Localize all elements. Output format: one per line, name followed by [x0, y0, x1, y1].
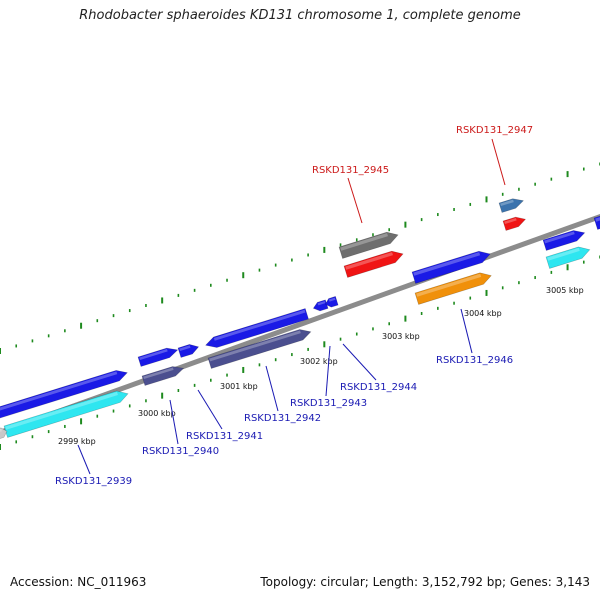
gene-arrow[interactable] [502, 216, 527, 231]
kbp-label: 3003 kbp [382, 332, 420, 341]
gene-arrow[interactable] [343, 250, 404, 278]
leader-line [197, 389, 223, 430]
gene-arrow-shine [209, 330, 301, 362]
gene-arrow-shine [345, 252, 393, 270]
kbp-label: 3001 kbp [220, 382, 258, 391]
gene-arrow-shine [317, 301, 326, 306]
locus-label[interactable]: RSKD131_2945 [312, 165, 389, 176]
gene-arrow-shine [416, 273, 482, 297]
locus-label[interactable]: RSKD131_2939 [55, 476, 132, 487]
gene-arrow[interactable] [542, 230, 586, 251]
gene-arrow[interactable] [498, 198, 525, 213]
kbp-label: 2999 kbp [58, 437, 96, 446]
gene-arrow-shine [328, 297, 336, 302]
leader-line [491, 138, 506, 186]
gene-arrow-shine [139, 349, 168, 361]
gene-arrow[interactable] [324, 296, 339, 308]
gene-arrow-shine [213, 309, 306, 341]
gene-arrow[interactable] [414, 272, 492, 305]
gene-arrow[interactable] [3, 390, 129, 438]
gene-arrow[interactable] [141, 366, 185, 386]
locus-label[interactable]: RSKD131_2947 [456, 125, 533, 136]
gene-arrow[interactable] [338, 231, 399, 259]
kbp-label: 3005 kbp [546, 286, 584, 295]
leader-line [342, 343, 377, 381]
gene-arrow-shine [500, 199, 514, 207]
kbp-label: 3002 kbp [300, 357, 338, 366]
kbp-label: 3000 kbp [138, 409, 176, 418]
gene-arrow[interactable] [545, 246, 591, 269]
locus-label[interactable]: RSKD131_2943 [290, 398, 367, 409]
gene-arrow-shine [179, 345, 191, 352]
leader-line [347, 177, 363, 224]
gene-arrow[interactable] [207, 329, 312, 369]
locus-label[interactable]: RSKD131_2946 [436, 355, 513, 366]
locus-label[interactable]: RSKD131_2941 [186, 431, 263, 442]
gene-arrow[interactable] [205, 308, 309, 348]
gene-arrow-shine [547, 247, 580, 261]
leader-line [265, 365, 279, 412]
gene-arrow-shine [0, 428, 2, 432]
gene-arrow-shine [5, 391, 118, 430]
accession-text: Accession: NC_011963 [10, 575, 147, 589]
locus-label[interactable]: RSKD131_2940 [142, 446, 219, 457]
topology-summary: Topology: circular; Length: 3,152,792 bp… [260, 575, 590, 589]
kbp-label: 3004 kbp [464, 309, 502, 318]
leader-line [460, 308, 473, 354]
genome-title: Rhodobacter sphaeroides KD131 chromosome… [79, 8, 521, 23]
gene-arrow-shine [0, 371, 118, 411]
locus-label[interactable]: RSKD131_2944 [340, 382, 417, 393]
gene-arrow[interactable] [411, 250, 491, 284]
gene-arrow-shine [544, 231, 575, 244]
gene-arrow-shine [595, 217, 600, 222]
gene-arrow-shine [340, 233, 388, 251]
gene-arrow[interactable] [0, 427, 8, 440]
leader-line [325, 345, 331, 397]
gene-arrow-shine [143, 367, 174, 380]
gene-arrow[interactable] [312, 299, 329, 312]
gene-arrow-shine [504, 218, 517, 225]
gene-arrow[interactable] [137, 347, 179, 367]
locus-label[interactable]: RSKD131_2942 [244, 413, 321, 424]
gene-arrow[interactable] [0, 370, 128, 419]
gene-arrow-shine [413, 252, 481, 276]
leader-line [77, 444, 91, 475]
leader-line [169, 399, 179, 445]
gene-arrow[interactable] [177, 344, 200, 358]
gene-arrow[interactable] [593, 215, 600, 230]
